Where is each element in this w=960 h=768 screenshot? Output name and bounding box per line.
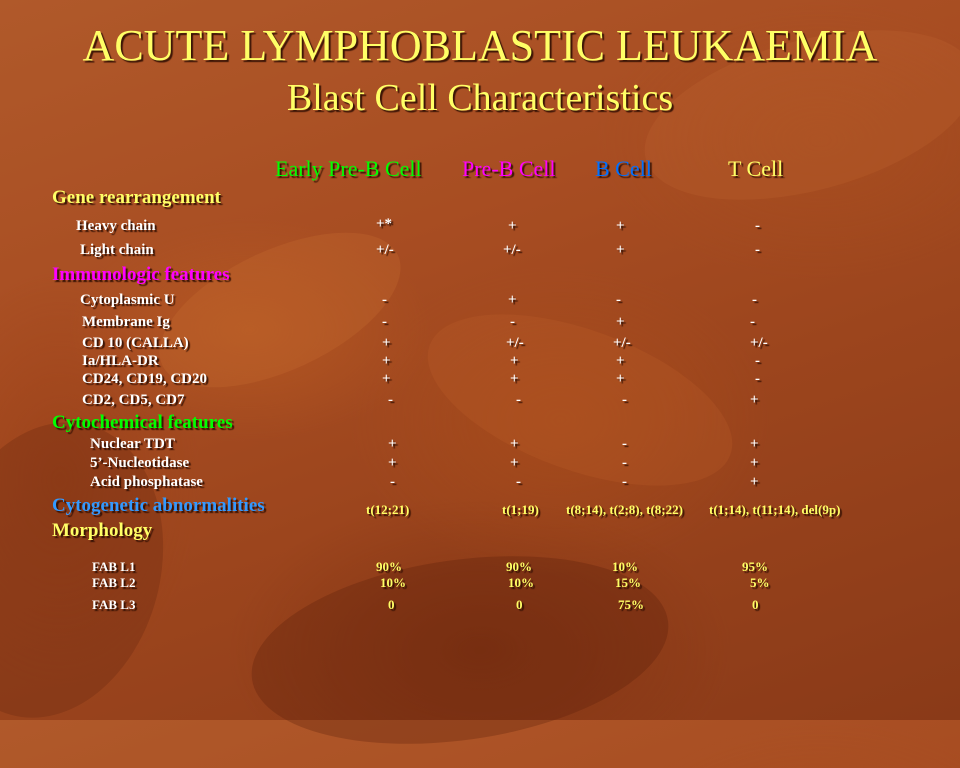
row-label-fab-l3: FAB L3 <box>92 597 136 612</box>
cell-cd24-t: - <box>755 371 760 387</box>
cell-tdt-t: + <box>750 436 759 452</box>
page-subtitle: Blast Cell Characteristics <box>286 77 674 119</box>
cell-tdt-b: - <box>622 436 627 452</box>
cell-fab-l2-t: 5% <box>750 575 770 590</box>
cytogenetic-pre-b: t(1;19) <box>502 502 539 517</box>
cell-fab-l3-pre-b: 0 <box>516 597 523 612</box>
row-label-fab-l2: FAB L2 <box>92 575 136 590</box>
section-morphology: Morphology <box>52 520 153 541</box>
cell-acid-phos-early-pre-b: - <box>390 474 395 490</box>
cell-ia-hla-dr-b: + <box>616 353 625 369</box>
cell-ia-hla-dr-pre-b: + <box>510 353 519 369</box>
row-label-cd10: CD 10 (CALLA) <box>82 335 189 351</box>
cell-light-chain-pre-b: +/- <box>503 242 521 258</box>
cell-cd10-t: +/- <box>750 335 768 351</box>
column-header-t-cell: T Cell <box>728 156 784 181</box>
page-title: ACUTE LYMPHOBLASTIC LEUKAEMIA <box>82 21 878 70</box>
cell-cd2-b: - <box>622 392 627 408</box>
section-gene-rearrangement: Gene rearrangement <box>52 187 222 208</box>
cell-fab-l3-early-pre-b: 0 <box>388 597 395 612</box>
row-label-nuclear-tdt: Nuclear TDT <box>90 436 175 452</box>
cell-cd24-pre-b: + <box>510 371 519 387</box>
cell-membrane-ig-t: - <box>750 314 755 330</box>
cell-nucleotidase-t: + <box>750 455 759 471</box>
cell-nucleotidase-b: - <box>622 455 627 471</box>
cell-fab-l2-early-pre-b: 10% <box>380 575 406 590</box>
cell-fab-l1-early-pre-b: 90% <box>376 559 402 574</box>
cell-heavy-chain-b: + <box>616 218 625 234</box>
cell-acid-phos-b: - <box>622 474 627 490</box>
cell-membrane-ig-b: + <box>616 314 625 330</box>
cell-nucleotidase-pre-b: + <box>510 455 519 471</box>
cell-membrane-ig-pre-b: - <box>510 314 515 330</box>
cell-tdt-early-pre-b: + <box>388 436 397 452</box>
cell-light-chain-t: - <box>755 242 760 258</box>
cell-cd2-pre-b: - <box>516 392 521 408</box>
column-header-early-pre-b: Early Pre-B Cell <box>275 156 422 181</box>
row-label-fab-l1: FAB L1 <box>92 559 136 574</box>
cell-cd2-early-pre-b: - <box>388 392 393 408</box>
section-cytogenetic-abnormalities: Cytogenetic abnormalities <box>52 495 265 516</box>
cell-cd10-pre-b: +/- <box>506 335 524 351</box>
cell-heavy-chain-early-pre-b: +* <box>376 216 393 232</box>
row-label-acid-phosphatase: Acid phosphatase <box>90 474 203 490</box>
column-header-b-cell: B Cell <box>595 156 652 181</box>
cytogenetic-t: t(1;14), t(11;14), del(9p) <box>709 502 841 517</box>
cytogenetic-b: t(8;14), t(2;8), t(8;22) <box>566 502 683 517</box>
row-label-cd24-cd19-cd20: CD24, CD19, CD20 <box>82 371 207 387</box>
cell-fab-l2-b: 15% <box>615 575 641 590</box>
row-label-membrane-ig: Membrane Ig <box>82 314 170 330</box>
cell-fab-l1-b: 10% <box>612 559 638 574</box>
cell-cytoplasmic-u-pre-b: + <box>508 292 517 308</box>
column-header-pre-b: Pre-B Cell <box>462 156 556 181</box>
row-label-cd2-cd5-cd7: CD2, CD5, CD7 <box>82 392 185 408</box>
cell-cd2-t: + <box>750 392 759 408</box>
section-cytochemical-features: Cytochemical features <box>52 412 233 433</box>
cell-nucleotidase-early-pre-b: + <box>388 455 397 471</box>
background-swoosh <box>405 279 755 521</box>
cell-fab-l3-t: 0 <box>752 597 759 612</box>
cell-cytoplasmic-u-b: - <box>616 292 621 308</box>
cell-cytoplasmic-u-early-pre-b: - <box>382 292 387 308</box>
row-label-light-chain: Light chain <box>80 242 154 258</box>
cell-tdt-pre-b: + <box>510 436 519 452</box>
cell-acid-phos-pre-b: - <box>516 474 521 490</box>
cell-cd10-early-pre-b: + <box>382 335 391 351</box>
cell-acid-phos-t: + <box>750 474 759 490</box>
section-immunologic-features: Immunologic features <box>52 264 230 285</box>
cell-cd24-early-pre-b: + <box>382 371 391 387</box>
cell-light-chain-early-pre-b: +/- <box>376 242 394 258</box>
cytogenetic-early-pre-b: t(12;21) <box>366 502 410 517</box>
row-label-cytoplasmic-u: Cytoplasmic U <box>80 292 175 308</box>
cell-heavy-chain-t: - <box>755 218 760 234</box>
row-label-5-nucleotidase: 5’-Nucleotidase <box>90 455 190 471</box>
cell-cytoplasmic-u-t: - <box>752 292 757 308</box>
cell-fab-l1-t: 95% <box>742 559 768 574</box>
cell-fab-l3-b: 75% <box>618 597 644 612</box>
cell-cd24-b: + <box>616 371 625 387</box>
cell-light-chain-b: + <box>616 242 625 258</box>
cell-heavy-chain-pre-b: + <box>508 218 517 234</box>
cell-ia-hla-dr-early-pre-b: + <box>382 353 391 369</box>
cell-ia-hla-dr-t: - <box>755 353 760 369</box>
cell-cd10-b: +/- <box>613 335 631 351</box>
row-label-ia-hla-dr: Ia/HLA-DR <box>82 353 159 369</box>
cell-fab-l1-pre-b: 90% <box>506 559 532 574</box>
row-label-heavy-chain: Heavy chain <box>76 218 156 234</box>
cell-fab-l2-pre-b: 10% <box>508 575 534 590</box>
cell-membrane-ig-early-pre-b: - <box>382 314 387 330</box>
